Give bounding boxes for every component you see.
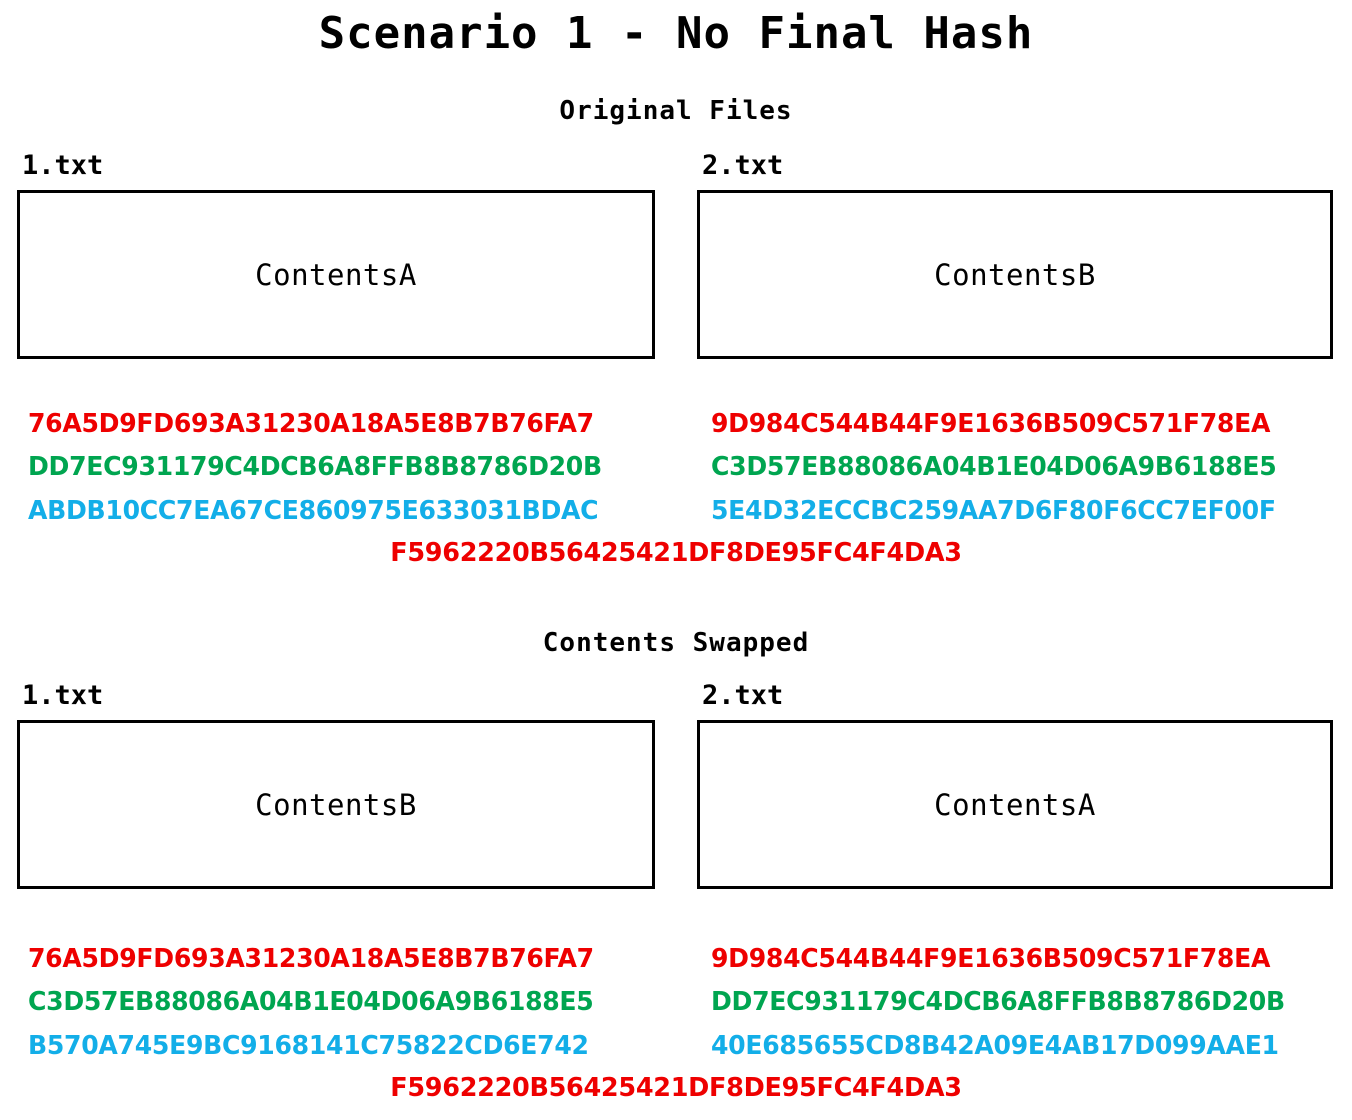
file-contents-1-original: ContentsA <box>255 257 417 292</box>
hash-swapped-left-filename: 76A5D9FD693A31230A18A5E8B7B76FA7 <box>28 944 594 974</box>
file-contents-2-original: ContentsB <box>934 257 1096 292</box>
hash-original-right-contents: C3D57EB88086A04B1E04D06A9B6188E5 <box>711 452 1277 482</box>
file-contents-2-swapped: ContentsA <box>934 787 1096 822</box>
hash-original-left-filename: 76A5D9FD693A31230A18A5E8B7B76FA7 <box>28 409 594 439</box>
page-title: Scenario 1 - No Final Hash <box>318 8 1034 59</box>
file-label-1-swapped: 1.txt <box>22 680 104 711</box>
hash-swapped-left-combined: B570A745E9BC9168141C75822CD6E742 <box>28 1031 589 1061</box>
hash-swapped-right-contents: DD7EC931179C4DCB6A8FFB8B8786D20B <box>711 987 1285 1017</box>
hash-swapped-final: F5962220B56425421DF8DE95FC4F4DA3 <box>390 1073 962 1103</box>
hash-original-right-filename: 9D984C544B44F9E1636B509C571F78EA <box>711 409 1271 439</box>
hash-original-left-contents: DD7EC931179C4DCB6A8FFB8B8786D20B <box>28 452 602 482</box>
hash-original-right-combined: 5E4D32ECCBC259AA7D6F80F6CC7EF00F <box>711 496 1276 526</box>
file-label-2-swapped: 2.txt <box>702 680 784 711</box>
hash-swapped-right-combined: 40E685655CD8B42A09E4AB17D099AAE1 <box>711 1031 1279 1061</box>
file-box-1-original: ContentsA <box>17 190 655 359</box>
section-heading-contents-swapped: Contents Swapped <box>542 628 810 658</box>
hash-swapped-left-contents: C3D57EB88086A04B1E04D06A9B6188E5 <box>28 987 594 1017</box>
file-box-1-swapped: ContentsB <box>17 720 655 889</box>
hash-swapped-right-filename: 9D984C544B44F9E1636B509C571F78EA <box>711 944 1271 974</box>
section-heading-original-files: Original Files <box>559 96 793 126</box>
hash-original-left-combined: ABDB10CC7EA67CE860975E633031BDAC <box>28 496 599 526</box>
hash-original-final: F5962220B56425421DF8DE95FC4F4DA3 <box>390 538 962 568</box>
file-label-2-original: 2.txt <box>702 150 784 181</box>
file-box-2-swapped: ContentsA <box>697 720 1333 889</box>
file-box-2-original: ContentsB <box>697 190 1333 359</box>
file-contents-1-swapped: ContentsB <box>255 787 417 822</box>
file-label-1-original: 1.txt <box>22 150 104 181</box>
